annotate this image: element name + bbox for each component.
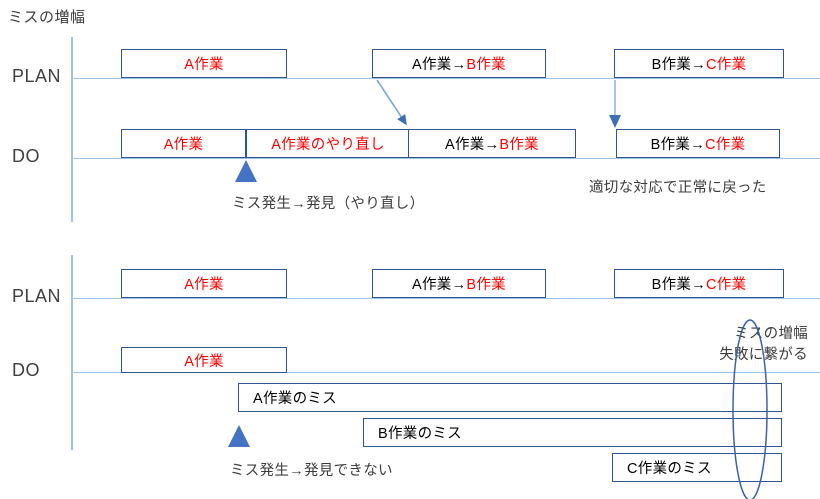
- top-plan-box-2-prefix: A作業→: [412, 57, 467, 73]
- bottom-plan-box-2[interactable]: A作業→B作業: [372, 269, 546, 298]
- top-plan-box-1-label: A作業: [184, 57, 224, 73]
- top-do-box-4-prefix: B作業→: [650, 137, 705, 153]
- top-do-box-3-label: B作業: [499, 137, 539, 153]
- bottom-plan-box-3-prefix: B作業→: [651, 277, 706, 293]
- top-do-box-2-rework[interactable]: A作業のやり直し: [246, 129, 410, 158]
- top-do-box-3-prefix: A作業→: [445, 137, 500, 153]
- top-do-box-1-label: A作業: [163, 137, 204, 153]
- top-plan-box-3[interactable]: B作業→C作業: [614, 49, 784, 78]
- top-do-box-2-label: A作業のやり直し: [271, 137, 385, 153]
- bottom-vertical-axis: [71, 255, 73, 450]
- top-mistake-marker-triangle: [235, 160, 257, 182]
- bottom-do-box-1-label: A作業: [184, 353, 224, 370]
- top-recovery-caption: 適切な対応で正常に戻った: [589, 180, 767, 196]
- top-do-box-4[interactable]: B作業→C作業: [616, 129, 780, 158]
- top-do-box-3[interactable]: A作業→B作業: [408, 129, 576, 158]
- bottom-plan-label: PLAN: [12, 286, 62, 306]
- top-plan-box-2[interactable]: A作業→B作業: [372, 49, 546, 78]
- bottom-mistake-marker-triangle: [228, 425, 250, 447]
- bottom-do-label: DO: [12, 360, 40, 380]
- bottom-mistake-box-b-label: B作業のミス: [378, 426, 462, 442]
- top-vertical-axis: [71, 37, 73, 222]
- bottom-mistake-box-a-label: A作業のミス: [253, 391, 337, 407]
- plan-to-do-diagonal-arrow: [376, 79, 407, 126]
- top-plan-baseline: [71, 78, 820, 79]
- top-plan-label: PLAN: [12, 66, 62, 86]
- top-plan-box-3-prefix: B作業→: [651, 57, 706, 73]
- top-mistake-caption: ミス発生→発見（やり直し）: [232, 196, 425, 212]
- bottom-mistake-box-a[interactable]: A作業のミス: [238, 383, 782, 412]
- bottom-plan-box-3[interactable]: B作業→C作業: [614, 269, 784, 298]
- amplify-caption-line1: ミスの増幅: [734, 326, 808, 342]
- bottom-plan-box-2-prefix: A作業→: [412, 277, 467, 293]
- bottom-do-baseline: [71, 372, 820, 373]
- top-do-box-1[interactable]: A作業: [121, 129, 246, 158]
- bottom-mistake-box-c[interactable]: C作業のミス: [612, 453, 782, 482]
- bottom-plan-baseline: [71, 298, 820, 299]
- amplify-caption-line2: 失敗に繋がる: [719, 347, 808, 363]
- bottom-plan-box-1-label: A作業: [184, 277, 224, 293]
- bottom-plan-box-2-label: B作業: [466, 277, 506, 293]
- bottom-mistake-box-c-label: C作業のミス: [627, 461, 712, 477]
- top-do-box-4-label: C作業: [705, 137, 746, 153]
- bottom-do-box-1[interactable]: A作業: [121, 347, 287, 373]
- bottom-mistake-caption: ミス発生→発見できない: [230, 463, 393, 479]
- top-do-baseline: [71, 158, 820, 159]
- bottom-mistake-box-b[interactable]: B作業のミス: [363, 418, 782, 447]
- top-plan-box-2-label: B作業: [466, 57, 506, 73]
- page-title: ミスの増幅: [8, 9, 86, 26]
- bottom-plan-box-1[interactable]: A作業: [121, 269, 287, 298]
- top-do-label: DO: [12, 146, 40, 166]
- top-plan-box-3-label: C作業: [706, 57, 747, 73]
- bottom-plan-box-3-label: C作業: [706, 277, 747, 293]
- top-plan-box-1[interactable]: A作業: [121, 49, 287, 78]
